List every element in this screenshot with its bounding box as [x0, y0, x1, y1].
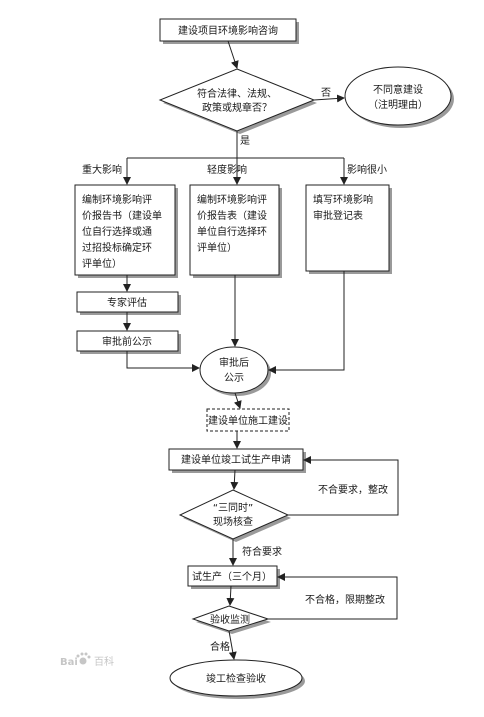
node-construction: 建设单位施工建设: [206, 408, 290, 432]
registration-line-2: 审批登记表: [313, 209, 363, 222]
edge-inspection-loop-back: [288, 456, 399, 516]
minor-report-line-4: 评单位）: [197, 241, 237, 254]
edge-application-to-inspection: [230, 469, 239, 490]
node-final-acceptance: 竣工检查验收: [169, 659, 305, 699]
watermark-logo-text: Bai: [60, 657, 78, 668]
edge-trial-to-monitoring: [226, 585, 235, 606]
construction-label: 建设单位施工建设: [208, 414, 288, 427]
registration-line-1: 填写环境影响: [313, 193, 373, 206]
edge-notice-to-approval: [126, 351, 200, 372]
trial-production-label: 试生产（三个月）: [192, 570, 272, 583]
edge-registration-to-approval: [268, 271, 345, 374]
decision-legal-label-2: 政策或规章否？: [202, 101, 272, 114]
three-simultaneous-label-2: 现场核查: [213, 515, 253, 528]
node-acceptance-monitoring: 验收监测: [191, 605, 271, 634]
node-consult: 建设项目环境影响咨询: [159, 18, 299, 44]
watermark: Bai 百科: [60, 652, 114, 668]
consult-label: 建设项目环境影响咨询: [178, 24, 278, 37]
node-expert-review: 专家评估: [76, 291, 181, 315]
edge-decision-to-reject: [313, 94, 345, 103]
approval-label-1: 审批后: [219, 356, 249, 369]
node-pre-approval-notice: 审批前公示: [76, 330, 181, 354]
edge-label-unqualified: 不合格，限期整改: [305, 593, 385, 606]
node-completion-application: 建设单位竣工试生产申请: [168, 448, 306, 473]
edge-monitoring-to-final: [228, 630, 237, 660]
edge-consult-to-decision: [227, 40, 239, 69]
reject-label-1: 不同意建设: [373, 83, 423, 96]
three-simultaneous-label-1: “三同时”: [213, 502, 253, 514]
decision-legal-label-1: 符合法律、法规、: [197, 87, 277, 100]
node-three-simultaneous: “三同时” 现场核查: [178, 489, 291, 542]
paw-icon: [76, 652, 91, 665]
edge-label-compliant: 符合要求: [242, 545, 282, 558]
minor-report-line-3: 单位自行选择环: [197, 225, 267, 238]
approval-label-2: 公示: [224, 373, 244, 384]
watermark-brand-text: 百科: [94, 655, 114, 668]
node-approval: 审批后 公示: [199, 346, 271, 396]
node-registration: 填写环境影响 审批登记表: [305, 184, 392, 274]
major-report-line-5: 评单位）: [82, 257, 122, 270]
edge-monitoring-loop-back: [268, 573, 398, 620]
final-acceptance-label: 竣工检查验收: [206, 672, 266, 685]
expert-review-label: 专家评估: [107, 296, 147, 309]
edge-label-noncompliant: 不合要求，整改: [318, 483, 388, 496]
acceptance-monitoring-label: 验收监测: [210, 613, 250, 626]
major-report-line-4: 过招投标确定环: [82, 241, 152, 254]
edge-label-small-impact: 影响很小: [347, 163, 387, 176]
edge-label-yes: 是: [240, 135, 250, 147]
edge-label-no: 否: [321, 87, 331, 99]
minor-report-line-1: 编制环境影响评: [197, 193, 267, 206]
minor-report-line-2: 价报告表（建设: [197, 209, 267, 222]
reject-label-2: （注明理由）: [368, 98, 428, 111]
pre-approval-notice-label: 审批前公示: [102, 335, 152, 348]
major-report-line-3: 位自行选择或通: [82, 225, 152, 238]
edge-approval-to-construction: [233, 392, 242, 409]
node-minor-report: 编制环境影响评 价报告表（建设 单位自行选择环 评单位）: [189, 184, 282, 278]
node-trial-production: 试生产（三个月）: [187, 565, 280, 589]
node-major-report: 编制环境影响评 价报告书（建设单 位自行选择或通 过招投标确定环 评单位）: [74, 184, 178, 278]
major-report-line-1: 编制环境影响评: [82, 193, 152, 206]
major-report-line-2: 价报告书（建设单: [82, 209, 162, 222]
edge-label-qualified: 合格: [210, 640, 230, 653]
edge-label-minor-impact: 轻度影响: [207, 163, 247, 176]
completion-application-label: 建设单位竣工试生产申请: [181, 453, 291, 466]
node-reject: 不同意建设 （注明理由）: [344, 66, 454, 128]
edge-label-major-impact: 重大影响: [82, 163, 122, 176]
node-decision-legal: 符合法律、法规、 政策或规章否？: [158, 68, 317, 134]
